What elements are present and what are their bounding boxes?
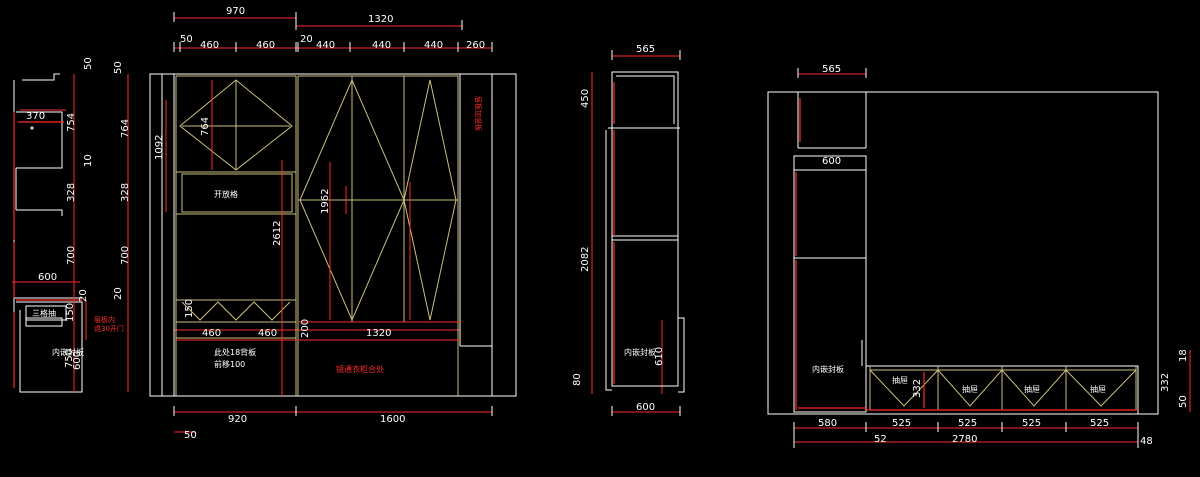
left-dim-outer-6: 20: [78, 289, 89, 302]
front-mid-dim-1320: 1320: [366, 328, 391, 339]
front-top-dim-1320: 1320: [368, 14, 393, 25]
right-drawer-label-4: 抽屉: [1090, 384, 1106, 394]
right-drawer-label-1: 抽屉: [892, 375, 908, 385]
left-dim-inner-3: 328: [120, 183, 131, 202]
left-width-bottom: 600: [38, 272, 57, 283]
left-note: 层板内 退30开门: [94, 315, 124, 333]
left-dim-outer-4: 328: [66, 183, 77, 202]
front-row-dim-460-b: 460: [256, 40, 275, 51]
front-row-dim-460-a: 460: [200, 40, 219, 51]
right-inner-frame-label: 内嵌封板: [812, 364, 844, 374]
left-dim-outer-3: 10: [83, 154, 94, 167]
left-dim-inner-1: 50: [113, 61, 124, 74]
left-dim-outer-1: 50: [83, 57, 94, 70]
middle-dim-610: 610: [654, 347, 665, 366]
right-bottom-dim-580: 580: [818, 418, 837, 429]
front-back-panel-line-1: 此处18背板: [214, 347, 256, 357]
front-elevation: 970 1320 50 460 460 20 440 440 440 260 1…: [149, 6, 517, 441]
front-row-dim-440-c: 440: [424, 40, 443, 51]
front-left-dim-764: 764: [200, 117, 211, 136]
left-section: 370 600 50 754 10 328 700 20 750 50 764 …: [12, 57, 131, 393]
right-bottom-dim-525-d: 525: [1090, 418, 1109, 429]
right-drawer-label-2: 抽屉: [962, 384, 978, 394]
right-total-dim-2780: 2780: [952, 434, 977, 445]
front-row-dim-440-a: 440: [316, 40, 335, 51]
right-second-width: 600: [822, 156, 841, 167]
left-note-line-2: 退30开门: [94, 324, 124, 333]
right-bottom-dim-525-a: 525: [892, 418, 911, 429]
front-left-dim-200: 200: [300, 319, 311, 338]
front-left-dim-150: 150: [184, 299, 195, 318]
front-row-dim-260: 260: [466, 40, 485, 51]
right-total-dim-48: 48: [1140, 436, 1153, 447]
left-width-top: 370: [26, 111, 45, 122]
front-bottom-dim-920: 920: [228, 414, 247, 425]
front-bottom-dim-50: 50: [184, 430, 197, 441]
front-top-dim-970: 970: [226, 6, 245, 17]
left-inner-frame-label: 内嵌封板: [52, 347, 84, 357]
left-small-dim-150: 150: [65, 303, 76, 322]
front-bottom-dim-1600: 1600: [380, 414, 405, 425]
front-left-dim-2612: 2612: [272, 221, 283, 246]
front-back-panel-label: 此处18背板 前移100: [214, 347, 259, 369]
middle-inner-frame-label: 内嵌封板: [624, 347, 656, 357]
front-mirror-door-label: 镜通衣柜合处: [336, 364, 384, 374]
right-bottom-dim-525-b: 525: [958, 418, 977, 429]
left-dim-inner-4: 700: [120, 246, 131, 265]
left-note-line-1: 层板内: [94, 315, 115, 324]
right-drawer-label-3: 抽屉: [1024, 384, 1040, 394]
left-dim-inner-5: 20: [113, 287, 124, 300]
front-back-panel-line-2: 前移100: [214, 359, 245, 369]
middle-dim-450: 450: [580, 89, 591, 108]
right-side-dim-332: 332: [1160, 373, 1171, 392]
left-dim-outer-2: 754: [66, 113, 77, 132]
front-mid-dim-460-b: 460: [258, 328, 277, 339]
right-side-dim-18: 18: [1178, 349, 1189, 362]
left-dim-outer-5: 700: [66, 246, 77, 265]
front-left-dim-1962: 1962: [320, 189, 331, 214]
middle-top-width: 565: [636, 44, 655, 55]
right-section: 565 600 580 525 525 525 525 52 2780 48 1…: [767, 64, 1191, 448]
front-side-note: 层板加竖板: [474, 96, 483, 131]
front-side-note-line-1: 层板加竖板: [474, 96, 483, 131]
left-small-dim-600: 600: [72, 351, 83, 370]
left-dim-inner-2: 764: [120, 119, 131, 138]
middle-dim-2082: 2082: [580, 247, 591, 272]
front-row-dim-50: 50: [180, 34, 193, 45]
front-left-dim-1092: 1092: [154, 135, 165, 160]
right-bottom-dim-525-c: 525: [1022, 418, 1041, 429]
right-top-width: 565: [822, 64, 841, 75]
front-open-compartment-label: 开放格: [214, 189, 238, 199]
middle-section: 565 600 450 2082 80 610 内嵌封板: [572, 44, 685, 416]
left-drawer-label: 三格抽: [32, 308, 56, 318]
middle-bottom-width: 600: [636, 402, 655, 413]
middle-dim-80: 80: [572, 373, 583, 386]
front-mid-dim-460-a: 460: [202, 328, 221, 339]
right-side-dim-50: 50: [1178, 395, 1189, 408]
left-dim-outer-7: 750: [64, 349, 75, 368]
front-row-dim-440-b: 440: [372, 40, 391, 51]
front-row-dim-20: 20: [300, 34, 313, 45]
right-drawer-height: 332: [912, 379, 923, 398]
right-total-dim-52: 52: [874, 434, 887, 445]
